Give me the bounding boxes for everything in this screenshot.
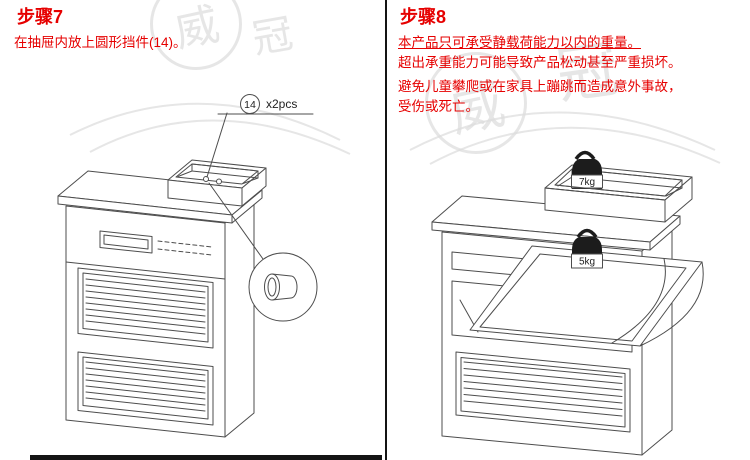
part-number-label: 14 xyxy=(244,99,256,111)
step8-warning-line: 本产品只可承受静载荷能力以内的重量。 xyxy=(398,35,641,50)
part-quantity-label: x2pcs xyxy=(266,97,297,111)
flip-door-side-curve xyxy=(639,261,704,347)
step8-warning-line: 受伤或死亡。 xyxy=(398,99,479,114)
step8-title: 步骤8 xyxy=(400,7,447,27)
panel-divider xyxy=(385,0,387,460)
step7-instruction: 在抽屉内放上圆形挡件(14)。 xyxy=(14,35,187,50)
page-edge-bar xyxy=(30,455,382,460)
cabinet-side xyxy=(224,198,255,438)
cabinet-drawing-step7: 14 x2pcs xyxy=(57,94,318,438)
weight-5kg-icon: 5kg xyxy=(571,228,603,269)
louver-panel-upper xyxy=(77,267,214,349)
round-stopper-dot xyxy=(203,176,209,182)
step8-warning-line: 超出承重能力可能导致产品松动甚至严重损坏。 xyxy=(398,55,682,70)
weight-label: 5kg xyxy=(579,257,595,268)
louver-panel xyxy=(455,351,631,433)
magnifier-circle xyxy=(248,252,318,322)
part-callout: 14 x2pcs xyxy=(206,94,314,178)
round-stopper-dot xyxy=(216,178,222,185)
part-callout-circle xyxy=(240,94,260,114)
cabinet-drawing-step8: 5kg 7kg xyxy=(431,150,704,456)
open-drawer xyxy=(167,159,267,207)
flip-door-open xyxy=(469,245,704,347)
round-stopper-icon xyxy=(264,273,298,301)
louver-panel-lower xyxy=(77,351,214,426)
flip-door-side-curve xyxy=(611,258,666,344)
weight-label: 7kg xyxy=(579,177,595,188)
step7-title: 步骤7 xyxy=(17,7,64,27)
magnifier-detail xyxy=(208,182,318,322)
cabinet-top xyxy=(57,170,263,224)
watermark-swoosh xyxy=(69,102,721,165)
weight-7kg-icon: 7kg xyxy=(544,150,666,201)
drawer-slot xyxy=(65,230,226,280)
step8-warning-line: 避免儿童攀爬或在家具上蹦跳而造成意外事故， xyxy=(398,79,682,94)
